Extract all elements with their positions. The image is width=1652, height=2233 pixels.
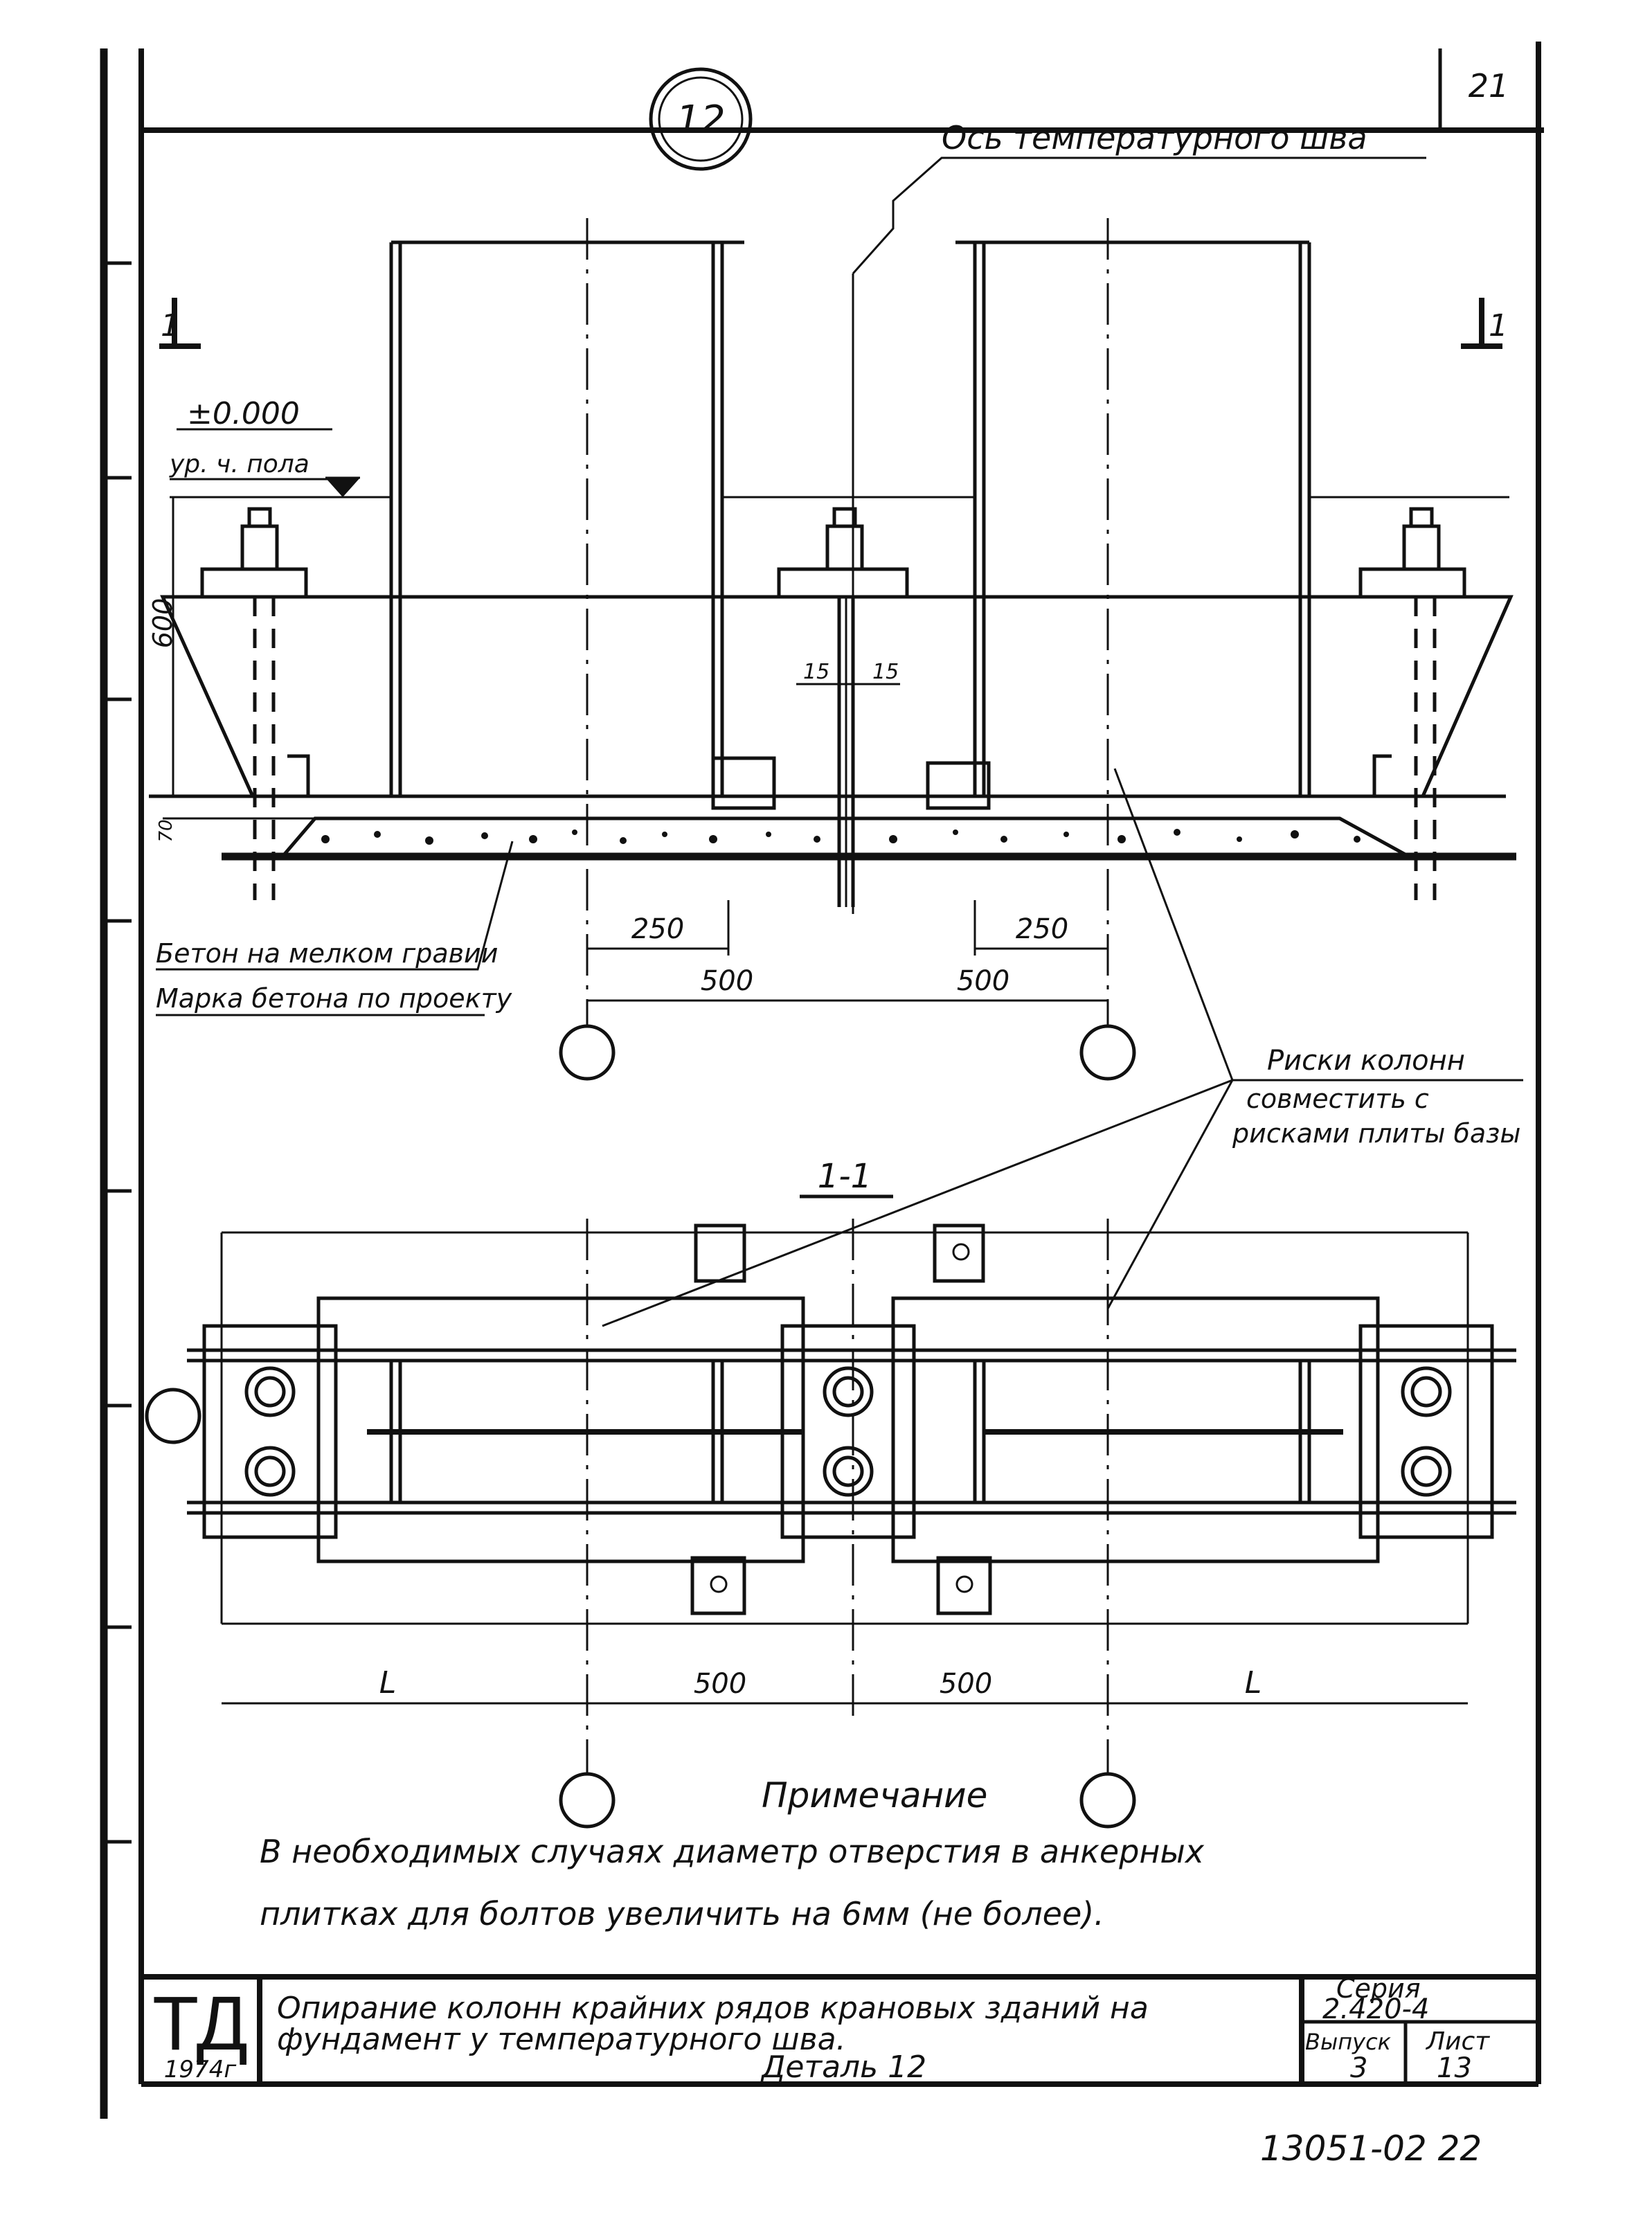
dim-500-right: 500 <box>957 965 1009 997</box>
plan-axis-circle-left <box>559 1772 616 1829</box>
issue-value: 3 <box>1350 2052 1367 2084</box>
level-note: ур. ч. пола <box>169 450 309 478</box>
dim-250-left: 250 <box>631 913 684 945</box>
anchor-bolt-right <box>1358 507 1466 900</box>
td-logo: ТД <box>152 1981 248 2066</box>
anchor-bolt-left <box>200 507 310 900</box>
detail-marker: 12 <box>649 67 753 171</box>
sheet-label: Лист <box>1425 2027 1490 2056</box>
svg-text:1: 1 <box>1489 308 1508 343</box>
height-dim: 600 <box>147 598 178 649</box>
plan-base-plate-left <box>202 1324 338 1539</box>
plan-axis-circle-right <box>1079 1772 1136 1829</box>
sheet-value: 13 <box>1437 2052 1472 2084</box>
series-value: 2.420-4 <box>1322 1993 1429 2025</box>
gap-dim-right: 15 <box>872 660 899 684</box>
concrete-note-leader <box>156 841 514 971</box>
plan-view: 1-1 <box>145 1079 1516 1829</box>
dim-250-right: 250 <box>1016 913 1068 945</box>
axis-circle-left <box>559 1024 616 1081</box>
title-line3: Деталь 12 <box>760 2050 926 2085</box>
left-column <box>389 240 744 796</box>
shear-stop-right <box>926 761 991 810</box>
section-mark-left: 1 <box>159 298 201 349</box>
dim-500-left: 500 <box>701 965 753 997</box>
series-label: Серия <box>1336 1973 1421 2004</box>
stop-bottom-right <box>936 1556 992 1615</box>
level-value: ±0.000 <box>187 396 300 431</box>
anchor-bolt-middle <box>777 507 909 907</box>
plan-dim-500-left: 500 <box>694 1668 746 1700</box>
note-block: Примечание В необходимых случаях диаметр… <box>260 1775 1205 1932</box>
level-marker-triangle <box>325 478 360 497</box>
concrete-note-line1: Бетон на мелком гравии <box>156 938 498 969</box>
note-line1: В необходимых случаях диаметр отверстия … <box>260 1833 1205 1870</box>
stop-top-right <box>933 1223 985 1283</box>
gap-dim-left: 15 <box>803 660 829 684</box>
title-line2: фундамент у температурного шва. <box>277 2022 846 2057</box>
axis-circle-right <box>1079 1024 1136 1081</box>
plan-dim-500-right: 500 <box>940 1668 992 1700</box>
axis-label: Ось температурного шва <box>942 119 1367 156</box>
plan-base-plate-middle <box>780 1324 916 1539</box>
detail-number: 12 <box>676 98 725 143</box>
svg-text:1: 1 <box>161 308 180 343</box>
marks-note-line3: рисками плиты базы <box>1232 1118 1520 1149</box>
corner-number: 21 <box>1469 67 1509 105</box>
elevation-view: Ось температурного шва ±0.000 ур. ч. по <box>147 119 1523 1149</box>
axis-leader <box>852 156 1426 274</box>
year: 1974г <box>164 2056 237 2083</box>
marks-note-line1: Риски колонн <box>1267 1045 1465 1077</box>
note-line2: плитках для болтов увеличить на 6мм (не … <box>260 1895 1104 1932</box>
plan-base-plate-right <box>1358 1324 1494 1539</box>
concrete-note-line2: Марка бетона по проекту <box>156 983 512 1014</box>
corner-number-box: 21 <box>1438 48 1509 130</box>
stop-bottom-left <box>690 1556 746 1615</box>
sheet-frame <box>100 42 1544 2119</box>
concrete-aggregate <box>321 829 1361 845</box>
shear-stop-left <box>711 756 776 810</box>
title-line1: Опирание колонн крайних рядов крановых з… <box>277 1991 1149 2026</box>
concrete-bed <box>278 816 1410 859</box>
dim-L-left: L <box>379 1665 397 1701</box>
stop-top-left <box>694 1223 746 1283</box>
section-mark-right: 1 <box>1461 298 1508 349</box>
dim-L-right: L <box>1245 1665 1262 1701</box>
plan-column-right <box>891 1296 1380 1563</box>
issue-label: Выпуск <box>1305 2029 1392 2055</box>
page-footer: 13051-02 22 <box>1260 2128 1482 2169</box>
base-dim: 70 <box>156 819 177 842</box>
right-column <box>955 240 1311 796</box>
note-title: Примечание <box>762 1775 987 1815</box>
marks-note-line2: совместить с <box>1246 1084 1429 1114</box>
plan-axis-circle-side <box>145 1388 201 1444</box>
section-title: 1-1 <box>818 1157 872 1196</box>
title-block: ТД 1974г Опирание колонн крайних рядов к… <box>141 1973 1538 2085</box>
